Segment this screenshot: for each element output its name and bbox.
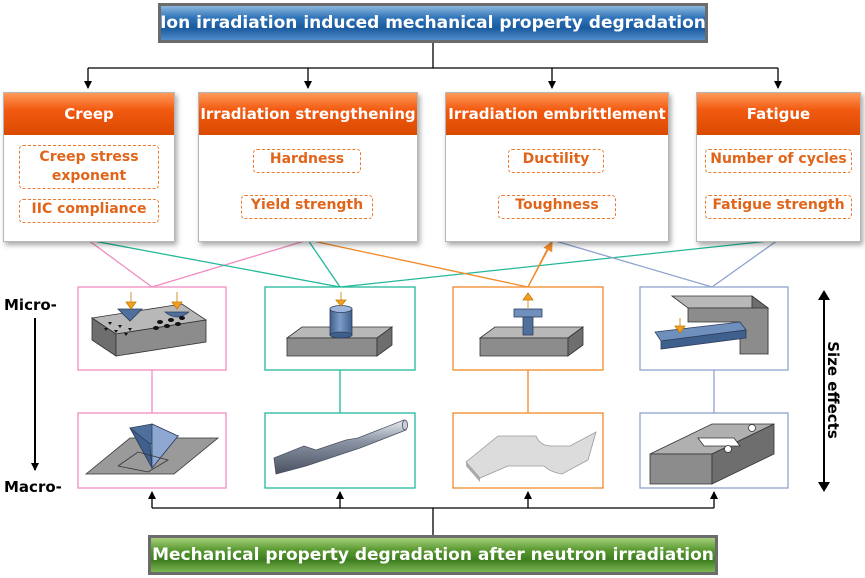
- tag-yield-strength: Yield strength: [241, 195, 373, 219]
- category-box-embrittlement: Irradiation embrittlement Ductility Toug…: [445, 92, 669, 242]
- category-title-creep: Creep: [4, 93, 174, 135]
- bottom-distribution-arrows: [148, 491, 718, 535]
- bottom-banner: Mechanical property degradation after ne…: [148, 535, 718, 575]
- tag-number-of-cycles: Number of cycles: [705, 149, 852, 173]
- macro-label: Macro-: [4, 478, 62, 496]
- tag-fatigue-strength: Fatigue strength: [705, 195, 852, 219]
- category-specimen-links: [87, 239, 779, 288]
- flat-dogbone-tensile-specimen-icon: [465, 431, 597, 482]
- top-distribution-arrows: [84, 43, 782, 89]
- top-banner: Ion irradiation induced mechanical prope…: [158, 3, 708, 43]
- category-title-embrittlement: Irradiation embrittlement: [446, 93, 668, 135]
- category-title-strengthening: Irradiation strengthening: [199, 93, 417, 135]
- tag-toughness: Toughness: [498, 195, 616, 219]
- category-box-creep: Creep Creep stress exponent IIC complian…: [3, 92, 175, 242]
- tag-creep-stress-exponent: Creep stress exponent: [19, 145, 159, 189]
- micro-macro-connectors: [151, 370, 715, 413]
- tag-ductility: Ductility: [508, 149, 604, 173]
- tag-hardness: Hardness: [253, 149, 361, 173]
- size-effects-label: Size effects: [824, 341, 842, 439]
- micro-tensile-specimen-icon: [478, 292, 585, 357]
- size-effects-arrow: [818, 290, 830, 492]
- category-box-strengthening: Irradiation strengthening Hardness Yield…: [198, 92, 418, 242]
- micropillar-compression-specimen-icon: [285, 292, 394, 357]
- tag-iic-compliance: IIC compliance: [19, 199, 159, 223]
- category-box-fatigue: Fatigue Number of cycles Fatigue strengt…: [696, 92, 861, 242]
- compact-tension-specimen-icon: [649, 423, 775, 485]
- vickers-indentation-specimen-icon: [84, 423, 220, 475]
- micro-cantilever-fatigue-specimen-icon: [654, 295, 770, 355]
- category-title-fatigue: Fatigue: [697, 93, 860, 135]
- micro-label: Micro-: [4, 296, 57, 314]
- round-tensile-bar-icon: [273, 419, 408, 475]
- nanoindentation-specimen-icon: [90, 292, 208, 357]
